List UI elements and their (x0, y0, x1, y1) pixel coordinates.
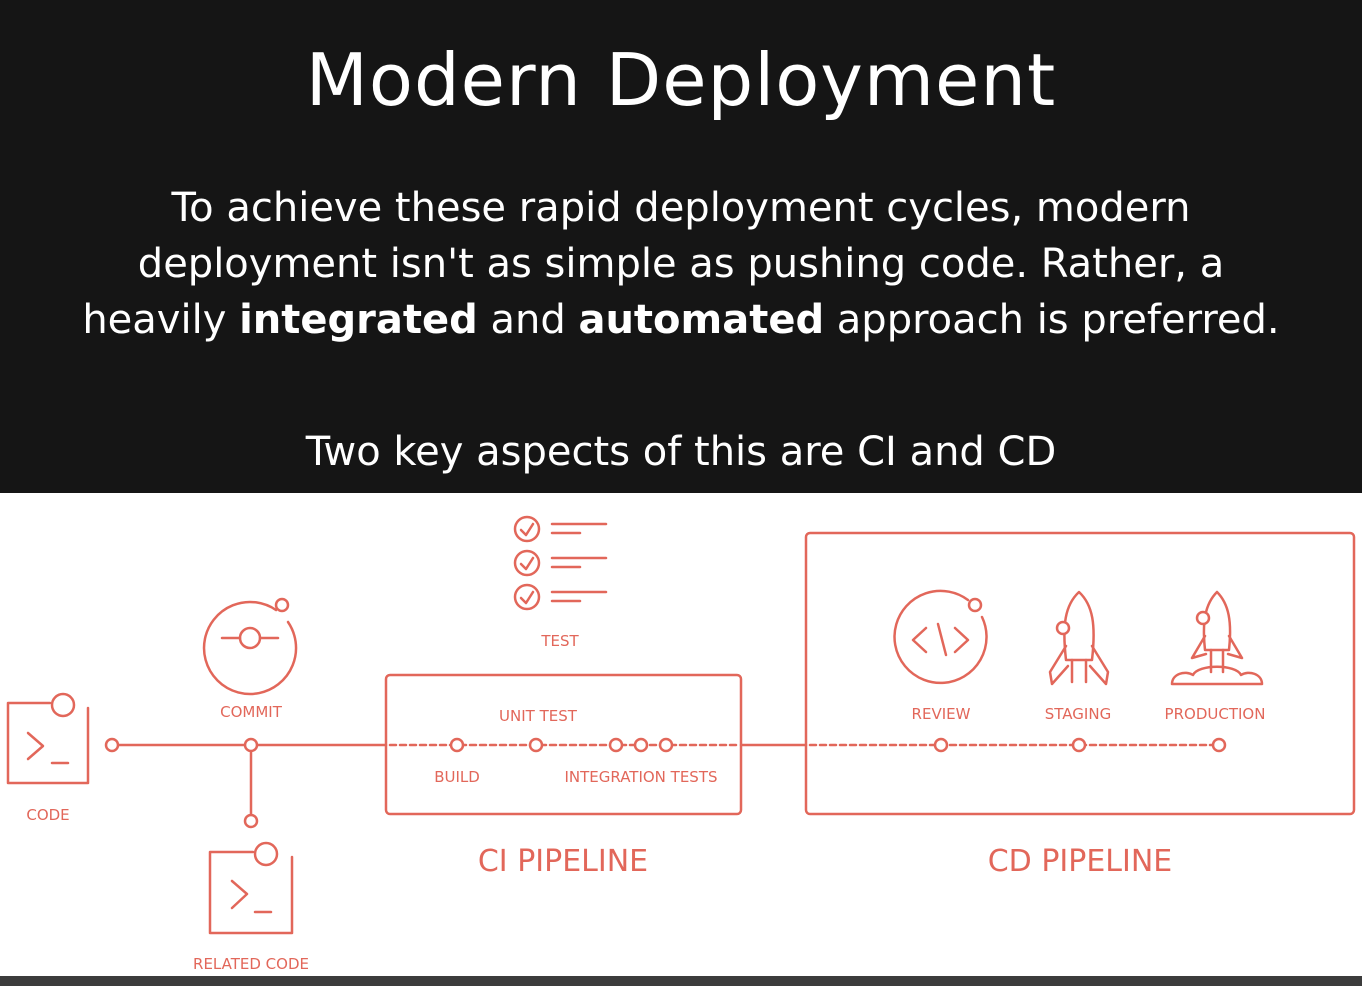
ci-cd-diagram-svg: CODE COMMIT RELATED CODE TEST UNIT TEST … (6, 515, 1356, 973)
commit-icon (202, 597, 298, 696)
commit-node (243, 737, 259, 753)
body-bold-integrated: integrated (239, 297, 478, 343)
integration-node-1 (608, 737, 624, 753)
cd-pipeline-box (804, 531, 1356, 816)
body-text-part1: To achieve these rapid deployment cycles… (82, 185, 1225, 343)
slide-body-text: To achieve these rapid deployment cycles… (60, 180, 1302, 348)
build-node (449, 737, 465, 753)
flow-start-node (104, 737, 120, 753)
test-label: TEST (540, 632, 579, 650)
ci-pipeline-box (384, 673, 743, 816)
production-node (1211, 737, 1227, 753)
staging-node (1071, 737, 1087, 753)
review-label: REVIEW (912, 705, 971, 723)
slide-subtitle: Two key aspects of this are CI and CD (305, 429, 1057, 475)
ci-pipeline-label: CI PIPELINE (478, 844, 648, 879)
checklist-icon (513, 515, 608, 611)
related-code-node (243, 813, 259, 829)
rocket-launch-icon (1170, 590, 1264, 686)
staging-label: STAGING (1045, 705, 1111, 723)
code-review-icon (893, 589, 988, 685)
integration-node-2 (633, 737, 649, 753)
related-code-label: RELATED CODE (193, 955, 309, 973)
body-text-part2: and (477, 297, 579, 343)
body-text-part3: approach is preferred. (824, 297, 1280, 343)
production-label: PRODUCTION (1165, 705, 1266, 723)
rocket-icon (1048, 590, 1110, 686)
review-node (933, 737, 949, 753)
ci-cd-diagram: CODE COMMIT RELATED CODE TEST UNIT TEST … (0, 493, 1362, 976)
body-bold-automated: automated (578, 297, 825, 343)
bottom-strip (0, 976, 1362, 986)
build-label: BUILD (434, 768, 480, 786)
commit-label: COMMIT (220, 703, 283, 721)
integration-node-3 (658, 737, 674, 753)
terminal-icon (208, 841, 294, 935)
terminal-icon (6, 692, 90, 785)
unit-test-node (528, 737, 544, 753)
integration-tests-label: INTEGRATION TESTS (564, 768, 717, 786)
code-label: CODE (26, 806, 69, 824)
unit-test-label: UNIT TEST (499, 707, 578, 725)
cd-pipeline-label: CD PIPELINE (988, 844, 1173, 879)
slide-title: Modern Deployment (305, 38, 1057, 122)
